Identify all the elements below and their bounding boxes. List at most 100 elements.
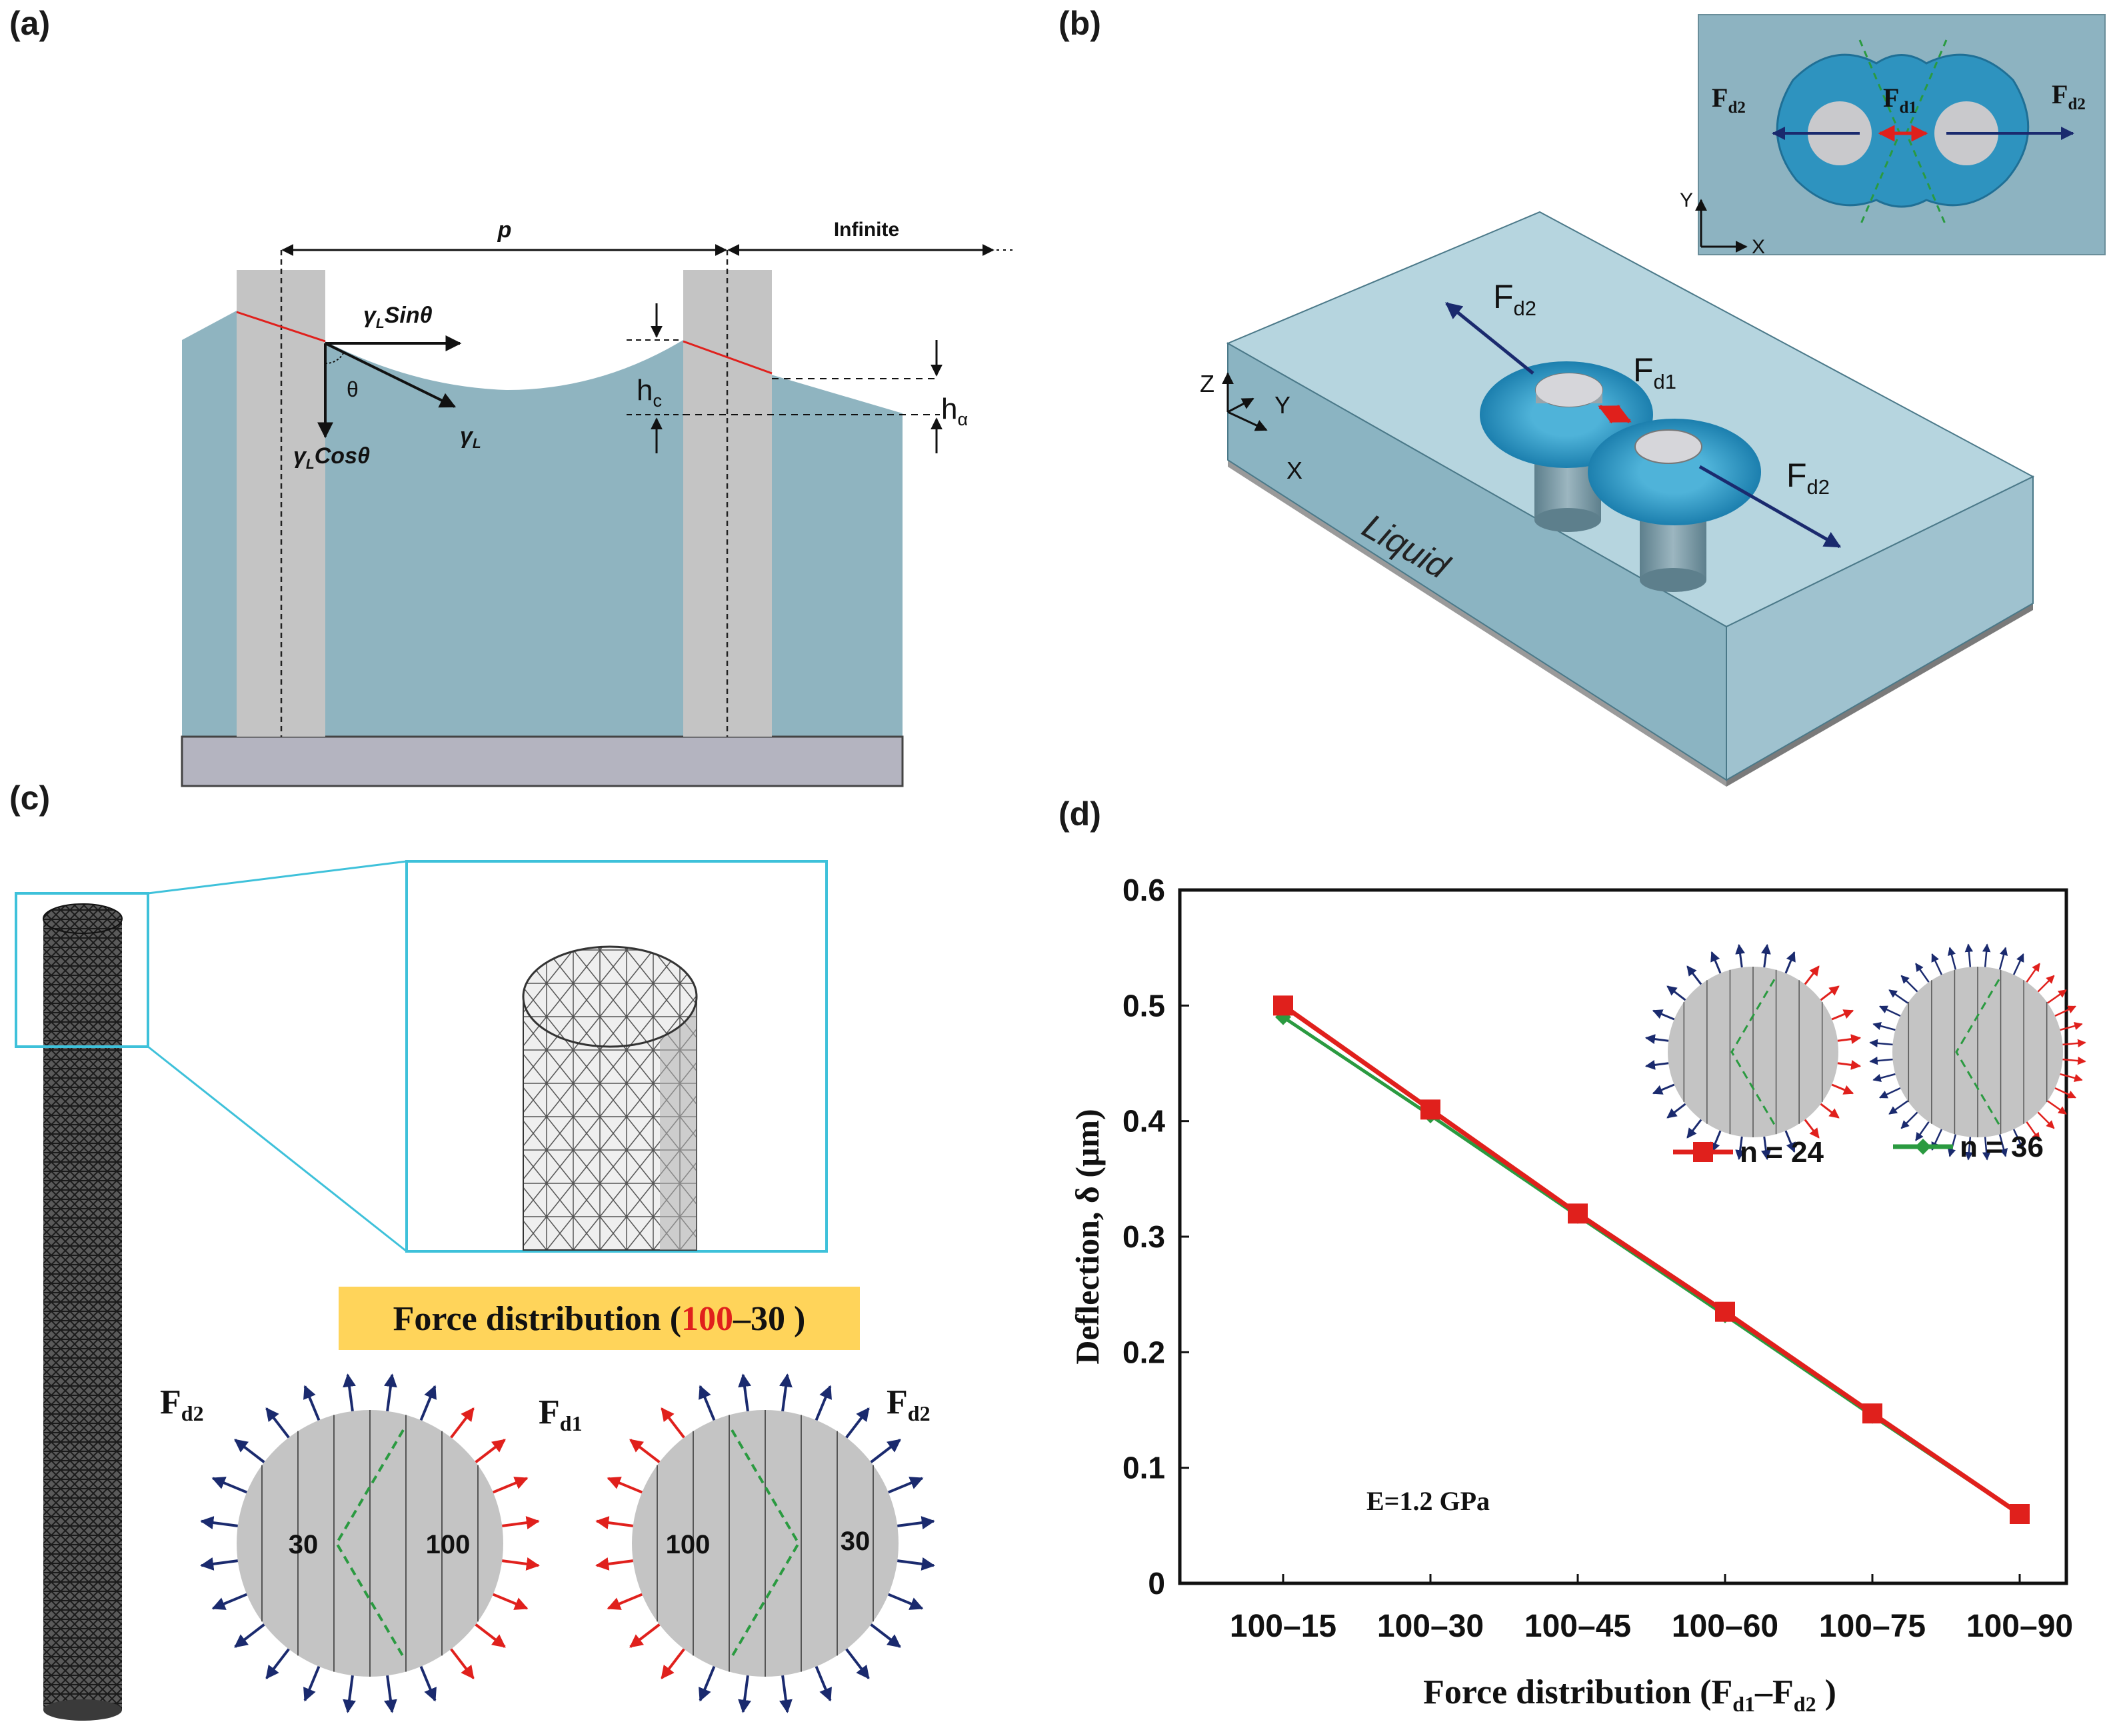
force-vector bbox=[343, 1373, 356, 1411]
panel-label-d: (d) bbox=[1059, 795, 1101, 833]
contact-line-left bbox=[236, 311, 326, 343]
panel-c-diagram: Force distribution (100–30 ) Fd2 Fd1 Fd2… bbox=[15, 860, 935, 1721]
force-vector bbox=[419, 1666, 437, 1702]
force-vector bbox=[1872, 1073, 1896, 1083]
force-vector bbox=[888, 1593, 924, 1610]
force-vector bbox=[450, 1648, 475, 1679]
force-vector bbox=[1760, 1136, 1771, 1161]
force-vector bbox=[211, 1593, 247, 1610]
force-vector bbox=[738, 1675, 751, 1713]
pillar-b-right-top bbox=[1634, 429, 1702, 464]
circle-left-value-left: 30 bbox=[289, 1530, 319, 1559]
force-vector bbox=[2047, 1100, 2067, 1115]
force-vector bbox=[211, 1477, 247, 1494]
force-vector bbox=[888, 1477, 924, 1494]
force-vector bbox=[450, 1407, 475, 1439]
axis-x-label: X bbox=[1286, 457, 1302, 484]
force-vector bbox=[2062, 1056, 2086, 1065]
force-vector bbox=[870, 1623, 901, 1648]
force-vector bbox=[1735, 1136, 1746, 1161]
force-circle-boundary bbox=[1730, 979, 1776, 1125]
data-point-n24 bbox=[1420, 1099, 1440, 1120]
force-vector bbox=[1666, 1103, 1686, 1119]
fd2-label-right: Fd2 bbox=[1786, 457, 1830, 499]
fd2-label-left: Fd2 bbox=[1493, 278, 1536, 320]
mesh-cylinder-top bbox=[43, 903, 123, 934]
force-vector bbox=[661, 1407, 685, 1439]
c-fd2-label-left: Fd2 bbox=[160, 1383, 204, 1425]
force-vector bbox=[1831, 1009, 1854, 1021]
inset-fd2-label-left: Fd2 bbox=[1712, 83, 1746, 117]
force-vector bbox=[1784, 951, 1796, 974]
circle-right-value-right: 30 bbox=[841, 1527, 871, 1556]
fd2-arrow-right bbox=[1698, 465, 1842, 549]
force-vector bbox=[699, 1666, 716, 1702]
force-vector bbox=[1879, 1087, 1901, 1099]
circle-right-value-left: 100 bbox=[666, 1530, 711, 1559]
force-vector bbox=[2060, 1073, 2083, 1083]
fd1-arrow-pair bbox=[1598, 404, 1632, 424]
y-tick-label: 0.3 bbox=[1122, 1219, 1165, 1254]
force-vector bbox=[1888, 989, 1908, 1004]
force-vector bbox=[2037, 1111, 2055, 1129]
force-vector bbox=[1760, 943, 1771, 968]
force-vector bbox=[419, 1385, 437, 1421]
panel-label-a: (a) bbox=[9, 5, 51, 42]
force-vector bbox=[502, 1516, 540, 1529]
force-vector bbox=[303, 1385, 321, 1421]
force-vector bbox=[661, 1648, 685, 1679]
series-line-n=24 bbox=[1281, 1003, 2021, 1516]
force-vector bbox=[1982, 1137, 1991, 1161]
c-fd1-label: Fd1 bbox=[539, 1393, 583, 1435]
force-circle-boundary bbox=[1955, 979, 2000, 1125]
force-vector bbox=[629, 1623, 661, 1648]
axis-z-label: Z bbox=[1200, 370, 1214, 397]
theta-label: θ bbox=[347, 377, 359, 401]
zoom-line-bottom bbox=[147, 1045, 407, 1253]
force-distribution-banner bbox=[339, 1287, 860, 1350]
force-vector bbox=[1686, 965, 1702, 985]
force-vector bbox=[265, 1407, 290, 1439]
force-cos-label: γLCosθ bbox=[293, 443, 370, 472]
force-vector bbox=[1820, 1103, 1840, 1119]
force-vector bbox=[1831, 1083, 1854, 1095]
force-vector bbox=[2026, 1121, 2040, 1141]
force-vector bbox=[1931, 953, 1943, 975]
force-vector bbox=[265, 1648, 290, 1679]
y-tick-label: 0.4 bbox=[1122, 1104, 1165, 1139]
inset-axis-y-label: Y bbox=[1680, 189, 1693, 211]
force-vector bbox=[475, 1439, 506, 1463]
force-vector bbox=[2062, 1039, 2086, 1048]
inset-fd2-label-right: Fd2 bbox=[2052, 79, 2086, 113]
fd2-arrow-left bbox=[1445, 302, 1534, 375]
y-tick-label: 0.5 bbox=[1122, 988, 1165, 1023]
force-vector bbox=[1804, 965, 1820, 985]
force-vector bbox=[1820, 985, 1840, 1001]
force-vector bbox=[1710, 951, 1722, 974]
force-vector bbox=[779, 1675, 793, 1713]
force-vector bbox=[1879, 1005, 1901, 1017]
force-vector bbox=[738, 1373, 751, 1411]
substrate-edge-left bbox=[1228, 460, 1726, 787]
x-tick-label: 100–60 bbox=[1672, 1609, 1778, 1644]
legend-label: n = 24 bbox=[1740, 1136, 1824, 1169]
force-vector bbox=[1869, 1039, 1893, 1048]
force-vector bbox=[1915, 963, 1930, 983]
mesh-cylinder-bottom bbox=[43, 1699, 122, 1721]
force-vector bbox=[845, 1648, 870, 1679]
pillar-b-right-base bbox=[1640, 568, 1706, 592]
y-tick-label: 0 bbox=[1148, 1566, 1165, 1601]
mesh-cylinder-body bbox=[43, 920, 122, 1710]
force-vector bbox=[595, 1516, 633, 1529]
circle-left-value-right: 100 bbox=[426, 1530, 471, 1559]
force-vector bbox=[1947, 947, 1957, 970]
fd1-label: Fd1 bbox=[1633, 351, 1676, 393]
zoomed-mesh-shade bbox=[660, 997, 697, 1250]
force-vector bbox=[2012, 953, 2024, 975]
force-vector bbox=[502, 1557, 540, 1571]
force-vector bbox=[815, 1666, 832, 1702]
pillar-b-left-base bbox=[1534, 508, 1601, 532]
